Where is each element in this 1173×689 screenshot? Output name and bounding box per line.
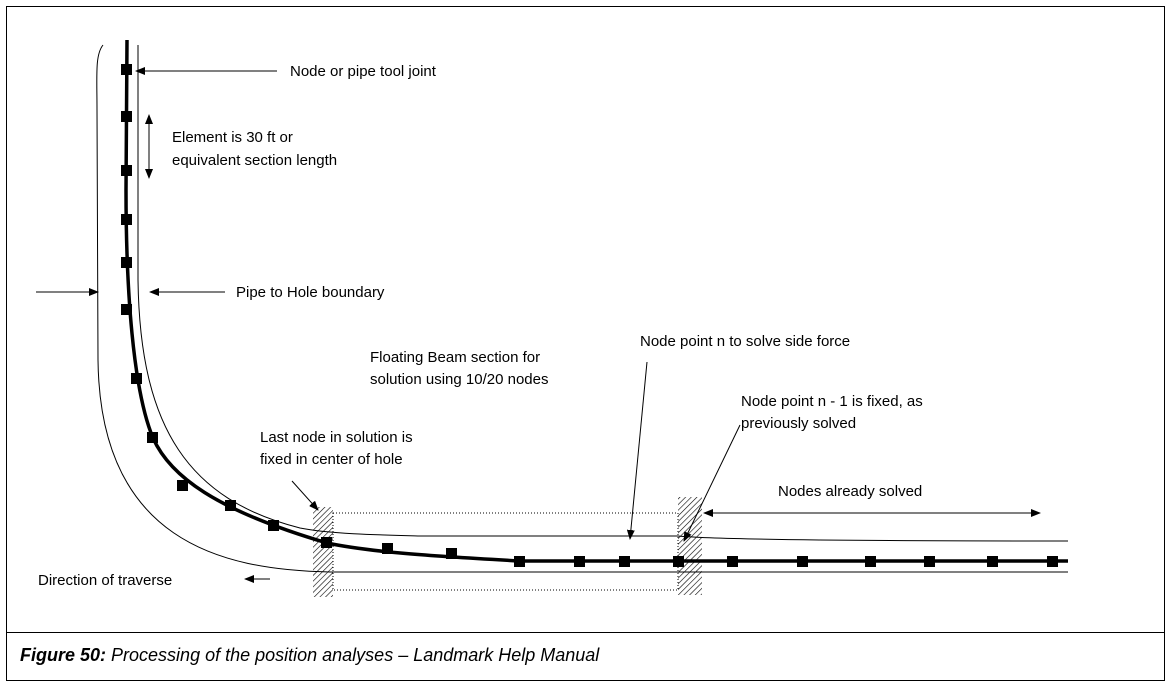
node-n1-arrow: [683, 424, 741, 542]
pipe-nodes: [121, 64, 1058, 567]
label-node-n1-1: Node point n - 1 is fixed, as: [741, 393, 923, 410]
node-marker: [514, 556, 525, 567]
node-marker: [121, 64, 132, 75]
node-marker: [1047, 556, 1058, 567]
label-element-1: Element is 30 ft or: [172, 129, 293, 146]
node-marker: [177, 480, 188, 491]
label-last-node-2: fixed in center of hole: [260, 451, 403, 468]
floating-beam-box: [332, 512, 679, 591]
label-floating-1: Floating Beam section for: [370, 349, 540, 366]
node-marker: [121, 214, 132, 225]
label-nodes-solved: Nodes already solved: [778, 483, 922, 500]
node-marker: [446, 548, 457, 559]
caption-label: Figure 50:: [20, 645, 107, 665]
fixed-section-right: [678, 497, 702, 595]
node-marker: [121, 165, 132, 176]
node-n-arrow: [626, 361, 648, 540]
hole-outer-wall: [96, 44, 1068, 573]
node-marker: [382, 543, 393, 554]
node-marker: [225, 500, 236, 511]
node-marker: [924, 556, 935, 567]
figure-caption: Figure 50: Processing of the position an…: [20, 645, 599, 666]
caption-divider: [6, 632, 1165, 633]
node-marker: [865, 556, 876, 567]
label-pipe-hole: Pipe to Hole boundary: [236, 284, 385, 301]
caption-text: Processing of the position analyses – La…: [106, 645, 600, 665]
label-node-joint: Node or pipe tool joint: [290, 63, 437, 80]
node-marker: [147, 432, 158, 443]
node-marker: [987, 556, 998, 567]
node-marker: [268, 520, 279, 531]
label-direction: Direction of traverse: [38, 572, 172, 589]
node-marker: [121, 257, 132, 268]
last-node-arrow: [291, 480, 319, 511]
label-element-2: equivalent section length: [172, 152, 337, 169]
node-marker: [121, 111, 132, 122]
figure-frame: [6, 6, 1165, 681]
node-marker: [797, 556, 808, 567]
node-marker: [727, 556, 738, 567]
node-marker: [574, 556, 585, 567]
node-marker: [131, 373, 142, 384]
hole-inner-wall: [137, 45, 1069, 542]
fixed-section-left: [313, 507, 333, 597]
node-marker: [619, 556, 630, 567]
label-node-n: Node point n to solve side force: [640, 333, 850, 350]
node-marker: [121, 304, 132, 315]
label-node-n1-2: previously solved: [741, 415, 856, 432]
label-floating-2: solution using 10/20 nodes: [370, 371, 548, 388]
label-last-node-1: Last node in solution is: [260, 429, 413, 446]
